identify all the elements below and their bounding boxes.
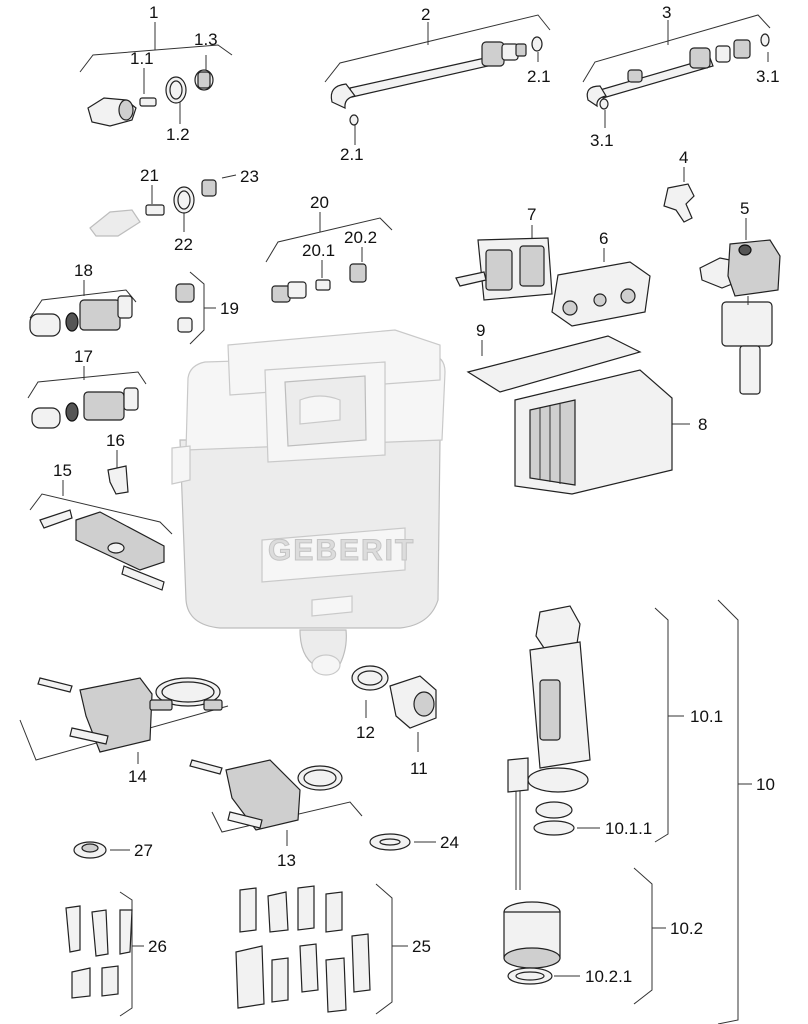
label-27: 27 [134, 841, 153, 860]
label-4: 4 [679, 148, 688, 167]
label-6: 6 [599, 229, 608, 248]
label-20-1: 20.1 [302, 241, 335, 260]
brand-watermark: GEBERIT [268, 534, 415, 567]
part-12-seal [351, 665, 389, 718]
part-14-bracket [19, 677, 229, 764]
part-8-box [514, 369, 690, 495]
label-12: 12 [356, 723, 375, 742]
cistern-body: GEBERIT [171, 329, 446, 676]
label-18: 18 [74, 261, 93, 280]
part-27-clip [73, 841, 130, 859]
part-7-frame [455, 225, 553, 301]
part-10-flush-valve [503, 599, 752, 1024]
label-2-1-right: 2.1 [527, 67, 551, 86]
part-25-clips [235, 883, 408, 1015]
part-19-group [175, 271, 216, 345]
label-20: 20 [310, 193, 329, 212]
part-labels: 1 1.1 1.3 1.2 2 2.1 2.1 3 3.1 3.1 4 5 6 … [53, 3, 780, 986]
label-10-2: 10.2 [670, 919, 703, 938]
part-24-washer [369, 833, 436, 851]
label-23: 23 [240, 167, 259, 186]
label-2: 2 [421, 5, 430, 24]
part-11-connector [389, 675, 437, 752]
label-10-2-1: 10.2.1 [585, 967, 632, 986]
label-11: 11 [410, 759, 428, 778]
label-8: 8 [698, 415, 707, 434]
label-2-1-left: 2.1 [340, 145, 364, 164]
part-5-fill-valve [699, 218, 781, 395]
part-20-group [265, 212, 393, 303]
label-17: 17 [74, 347, 93, 366]
part-21-23-group [89, 174, 237, 237]
label-3-1-left: 3.1 [590, 131, 614, 150]
label-25: 25 [412, 937, 431, 956]
label-7: 7 [527, 205, 536, 224]
label-10-1-1: 10.1.1 [605, 819, 652, 838]
label-3-1-right: 3.1 [756, 67, 780, 86]
label-16: 16 [106, 431, 125, 450]
label-26: 26 [148, 937, 167, 956]
label-21: 21 [140, 166, 159, 185]
part-1-group [79, 22, 233, 127]
part-15-bracket [29, 480, 173, 591]
part-6-plate [551, 248, 651, 327]
label-1-1: 1.1 [130, 49, 154, 68]
label-15: 15 [53, 461, 72, 480]
label-1-2: 1.2 [166, 125, 190, 144]
part-2-group [324, 14, 551, 145]
part-13-bracket [189, 759, 363, 846]
label-3: 3 [662, 3, 671, 22]
part-17-group [27, 366, 147, 429]
part-9-panel [466, 335, 642, 393]
label-14: 14 [128, 767, 147, 786]
part-4-clip [663, 167, 695, 223]
label-22: 22 [174, 235, 193, 254]
label-20-2: 20.2 [344, 228, 377, 247]
label-10: 10 [756, 775, 775, 794]
label-10-1: 10.1 [690, 707, 723, 726]
part-16-clip [107, 450, 129, 495]
part-26-clips [65, 891, 144, 1017]
label-9: 9 [476, 321, 485, 340]
part-18-group [29, 280, 137, 337]
label-5: 5 [740, 199, 749, 218]
label-19: 19 [220, 299, 239, 318]
label-1-3: 1.3 [194, 30, 218, 49]
label-13: 13 [277, 851, 296, 870]
part-3-group [582, 14, 771, 128]
label-24: 24 [440, 833, 459, 852]
label-1: 1 [149, 3, 158, 22]
